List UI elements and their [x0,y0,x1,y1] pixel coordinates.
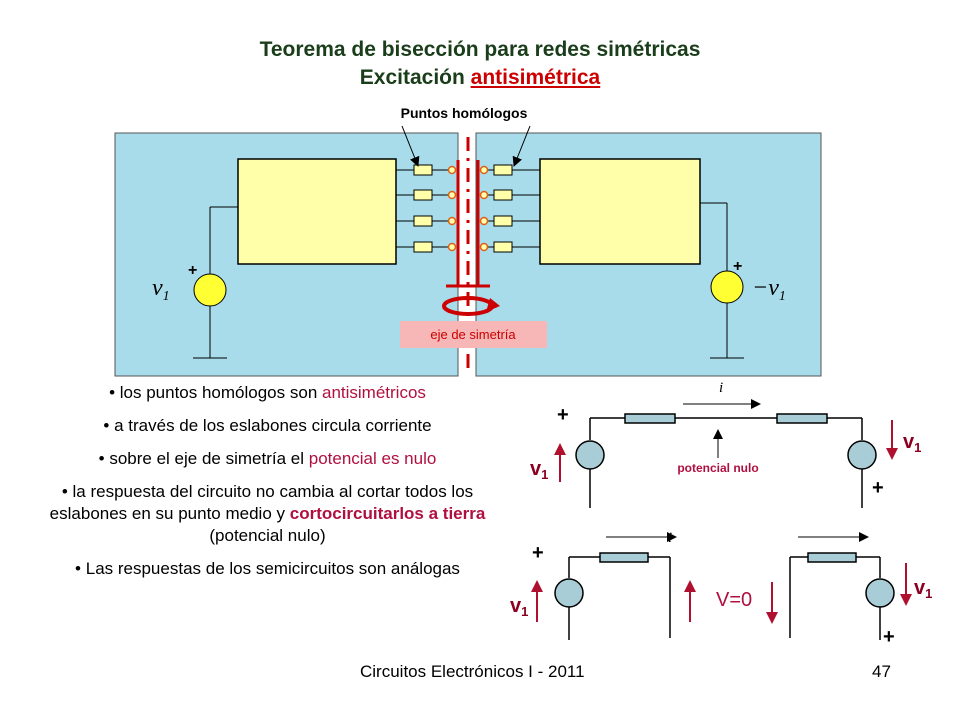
link-row-2 [396,189,540,201]
homologous-terminals [447,165,489,252]
bullet-1: • los puntos homólogos son antisimétrico… [109,383,426,402]
left-half-circuit [554,556,671,640]
symmetry-axis-label: eje de simetría [430,327,516,342]
subtitle-highlight: antisimétrica [470,66,601,89]
half-link-resistor-left [599,552,649,563]
link-row-4 [396,241,540,253]
homologous-points-label: Puntos homólogos [401,105,528,121]
symmetry-label-box [400,321,547,348]
subtitle-prefix: Excitación [359,66,471,89]
circuit-a-plus-left: + [557,404,569,426]
bullet-3-highlight: potencial es nulo [308,449,437,468]
left-source-plus: + [188,262,197,279]
footer-page-number: 47 [872,662,891,681]
right-network-block [539,158,701,265]
bullet-3: • sobre el eje de simetría el potencial … [98,449,437,468]
link-resistor-right [776,413,828,424]
bullet-5-text: Las respuestas de los semicircuitos son … [85,559,460,578]
short-circuit-bars [446,160,490,288]
bullet-4-highlight: cortocircuitarlos a tierra [289,504,486,523]
bullet-1-highlight: antisimétricos [322,383,426,402]
slide-title: Teorema de bisección para redes simétric… [0,38,960,62]
left-voltage-source [193,206,238,359]
bullet-1-text: los puntos homólogos son [119,383,322,402]
link-resistor-left [624,413,676,424]
slide-subtitle: Excitación antisimétrica [0,66,960,90]
bullet-5: • Las respuestas de los semicircuitos so… [75,559,460,578]
zero-voltage-label: V=0 [716,589,752,611]
right-source-label: −v1 [752,275,786,304]
bullet-list: • los puntos homólogos son antisimétrico… [40,382,495,591]
circuit-a-v1-left: v1 [530,458,548,482]
title-line1: Teorema de bisección para redes simétric… [259,38,701,61]
current-label: i [719,380,723,396]
bullet-4-text: la respuesta del circuito no cambia al c… [49,482,474,523]
circuit-c-plus: + [883,626,895,648]
circuit-a-v1-right: v1 [903,431,921,455]
rotation-arrow-icon [442,296,500,316]
homologous-arrow-right [512,125,531,167]
right-source-plus: + [733,258,742,275]
link-row-3 [396,215,540,227]
half-current-label: i [668,530,672,546]
circuit-b-plus: + [532,542,544,564]
homologous-arrow-left [401,125,420,167]
left-source-label: v1 [152,275,170,304]
footer-course: Circuitos Electrónicos I - 2011 [360,662,585,681]
circuit-c-v1: v1 [914,577,932,601]
bullet-2-text: a través de los eslabones circula corrie… [114,416,432,435]
right-half-circuit [789,556,895,640]
bullet-2: • a través de los eslabones circula corr… [103,416,432,435]
links [396,164,540,253]
bullet-3-text: sobre el eje de simetría el [109,449,309,468]
circuit-b-v1: v1 [510,595,528,619]
bullet-4-tail: (potencial nulo) [209,526,326,545]
left-network-block [237,158,397,265]
bullet-4: • la respuesta del circuito no cambia al… [49,482,486,545]
circuit-a-plus-right: + [872,477,884,499]
right-voltage-source [700,202,744,359]
half-link-resistor-right [807,552,857,563]
null-potential-label: potencial nulo [677,461,758,475]
